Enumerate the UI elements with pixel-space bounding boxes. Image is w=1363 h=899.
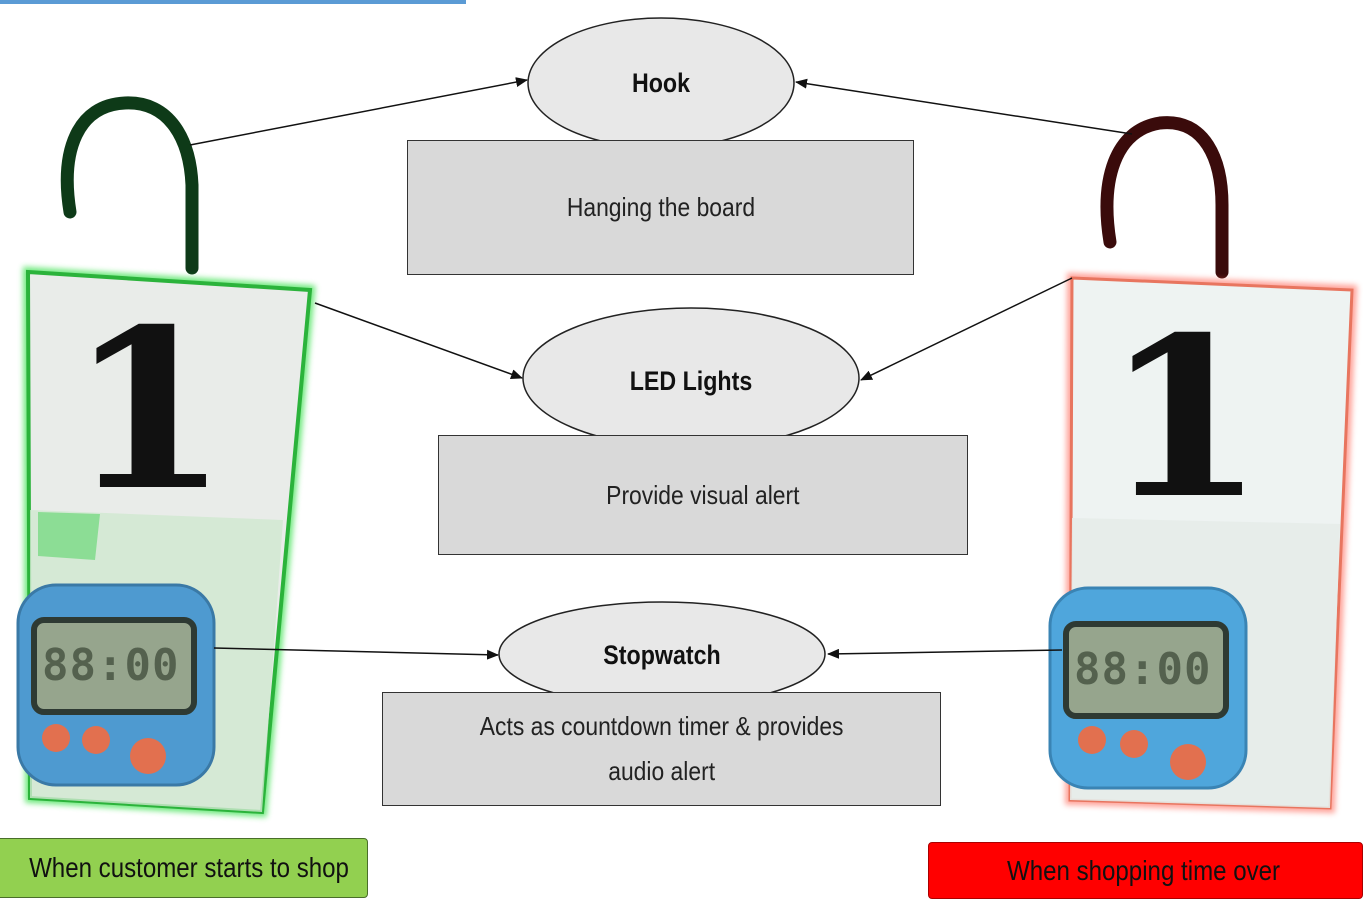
- hook-label: Hook: [631, 67, 691, 98]
- arrow-left-hook: [189, 77, 528, 146]
- stopwatch-description-box: Acts as countdown timer & provides audio…: [382, 692, 941, 806]
- left-board-number: 1: [68, 280, 229, 539]
- arrow-right-hook: [795, 78, 1133, 135]
- right-caption: When shopping time over: [1007, 854, 1281, 886]
- stopwatch-description: Acts as countdown timer & provides audio…: [479, 711, 844, 786]
- right-caption-box: When shopping time over: [928, 842, 1363, 899]
- left-caption-box: When customer starts to shop: [0, 838, 368, 898]
- right-timer-display: 88:00: [1074, 644, 1212, 695]
- right-board-icon: [1048, 116, 1358, 814]
- right-board-number: 1: [1104, 288, 1265, 547]
- hook-description-box: Hanging the board: [407, 140, 914, 275]
- arrow-right-led: [860, 277, 1073, 381]
- top-accent-bar: [0, 0, 466, 4]
- led-description-box: Provide visual alert: [438, 435, 968, 555]
- led-lights-label: LED Lights: [629, 365, 753, 396]
- arrow-right-stopwatch: [827, 648, 1063, 659]
- arrow-left-stopwatch: [213, 647, 499, 660]
- led-description: Provide visual alert: [606, 479, 800, 510]
- left-timer-display: 88:00: [42, 640, 180, 691]
- stopwatch-label: Stopwatch: [603, 639, 721, 670]
- left-caption: When customer starts to shop: [29, 852, 349, 883]
- left-board-icon: [16, 96, 316, 818]
- arrow-left-led: [314, 302, 523, 379]
- hook-description: Hanging the board: [566, 192, 755, 222]
